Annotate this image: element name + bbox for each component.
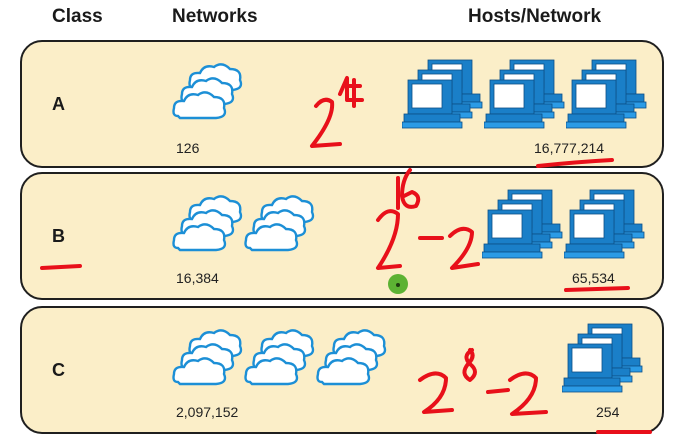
computer-stack-icon [482, 189, 563, 259]
cloud-stack-icon [244, 195, 315, 252]
computer-stack-icon [562, 323, 643, 393]
class-b-band: B 16,384 65,534 [20, 172, 664, 300]
cloud-stack-icon [172, 329, 243, 386]
header-networks: Networks [172, 6, 258, 27]
computer-stack-icon [564, 189, 645, 259]
cloud-stack-icon [316, 329, 387, 386]
header-class: Class [52, 6, 103, 27]
class-c-band: C 2,097,152 254 [20, 306, 664, 434]
class-a-label: A [52, 94, 65, 114]
header-hosts-per-network: Hosts/Network [468, 6, 602, 27]
class-c-networks-count: 2,097,152 [176, 404, 239, 420]
cloud-stack-icon [172, 63, 243, 120]
class-a-networks-count: 126 [176, 140, 200, 156]
class-a-hosts-count: 16,777,214 [534, 140, 605, 156]
class-b-label: B [52, 226, 65, 246]
class-b-networks-count: 16,384 [176, 270, 219, 286]
class-a-band: A 126 16,777,214 [20, 40, 664, 168]
cloud-stack-icon [172, 195, 243, 252]
cloud-stack-icon [244, 329, 315, 386]
class-c-hosts-count: 254 [596, 404, 620, 420]
class-b-hosts-count: 65,534 [572, 270, 615, 286]
class-c-label: C [52, 360, 65, 380]
computer-stack-icon [566, 59, 647, 129]
computer-stack-icon [484, 59, 565, 129]
computer-stack-icon [402, 59, 483, 129]
